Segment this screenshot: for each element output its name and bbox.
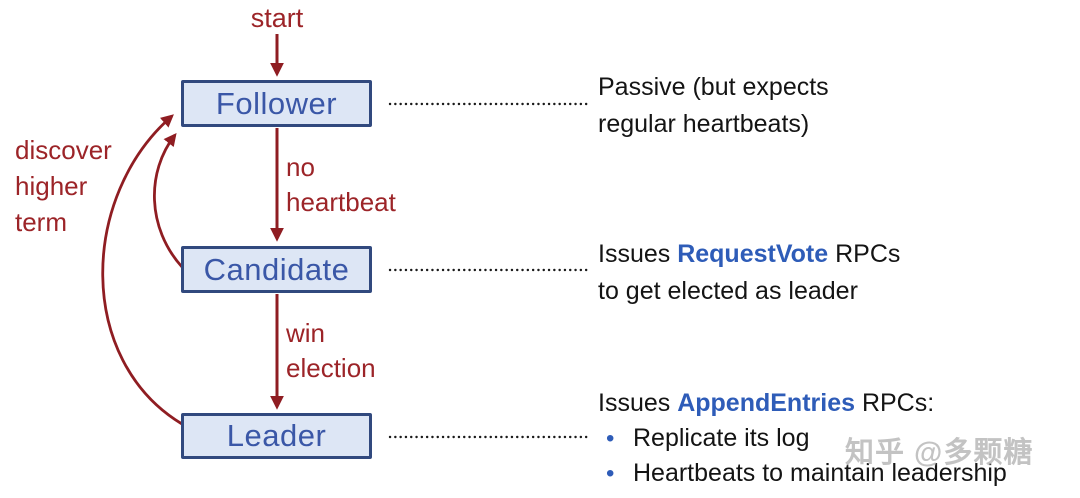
state-label-follower: Follower [215,85,338,121]
appendentries-rpc-name: AppendEntries [677,389,855,417]
win-election-line-1: win [286,318,326,348]
leader-bullet-2-text: Heartbeats to maintain leadership [633,459,1007,487]
requestvote-rpc-name: RequestVote [677,240,829,268]
discover-line-3: term [15,207,67,237]
candidate-annotation-line-1: Issues RequestVote RPCs [598,236,900,273]
no-heartbeat-label: no heartbeat [286,150,396,220]
leader-annotation: Issues AppendEntries RPCs: • Replicate i… [598,386,1007,491]
candidate-annotation-line-2: to get elected as leader [598,277,858,305]
follower-annotation: Passive (but expects regular heartbeats) [598,69,829,143]
candidate-annotation-tail: RPCs [828,240,901,268]
candidate-annotation-lead: Issues [598,240,678,268]
state-node-leader: Leader [181,413,372,459]
leader-bullet-row-2: • Heartbeats to maintain leadership [598,456,1007,491]
discover-higher-term-label: discover higher term [15,132,112,240]
follower-annotation-line-1: Passive (but expects [598,73,829,101]
leader-annotation-tail: RPCs: [855,389,935,417]
state-node-candidate: Candidate [181,246,372,293]
discover-line-1: discover [15,135,112,165]
discover-line-2: higher [15,171,88,201]
follower-annotation-line-2: regular heartbeats) [598,110,810,138]
start-label: start [250,3,304,33]
leader-annotation-line-1: Issues AppendEntries RPCs: [598,386,1007,421]
bullet-icon: • [606,425,615,452]
state-node-follower: Follower [181,80,372,127]
state-label-leader: Leader [226,418,327,453]
win-election-line-2: election [286,353,376,383]
no-heartbeat-line-2: heartbeat [286,187,396,217]
leader-annotation-lead: Issues [598,389,678,417]
leader-bullet-1-text: Replicate its log [633,424,810,452]
no-heartbeat-line-1: no [286,152,315,182]
candidate-to-follower-arrow [153,132,184,268]
leader-bullet-row-1: • Replicate its log [598,421,1007,456]
candidate-annotation: Issues RequestVote RPCs to get elected a… [598,236,900,310]
state-label-candidate: Candidate [203,251,350,287]
bullet-icon: • [606,460,615,487]
zhihu-watermark: 知乎 @多颗糖 [845,437,1034,469]
leader-to-follower-arrow [101,114,183,426]
win-election-label: win election [286,316,376,386]
